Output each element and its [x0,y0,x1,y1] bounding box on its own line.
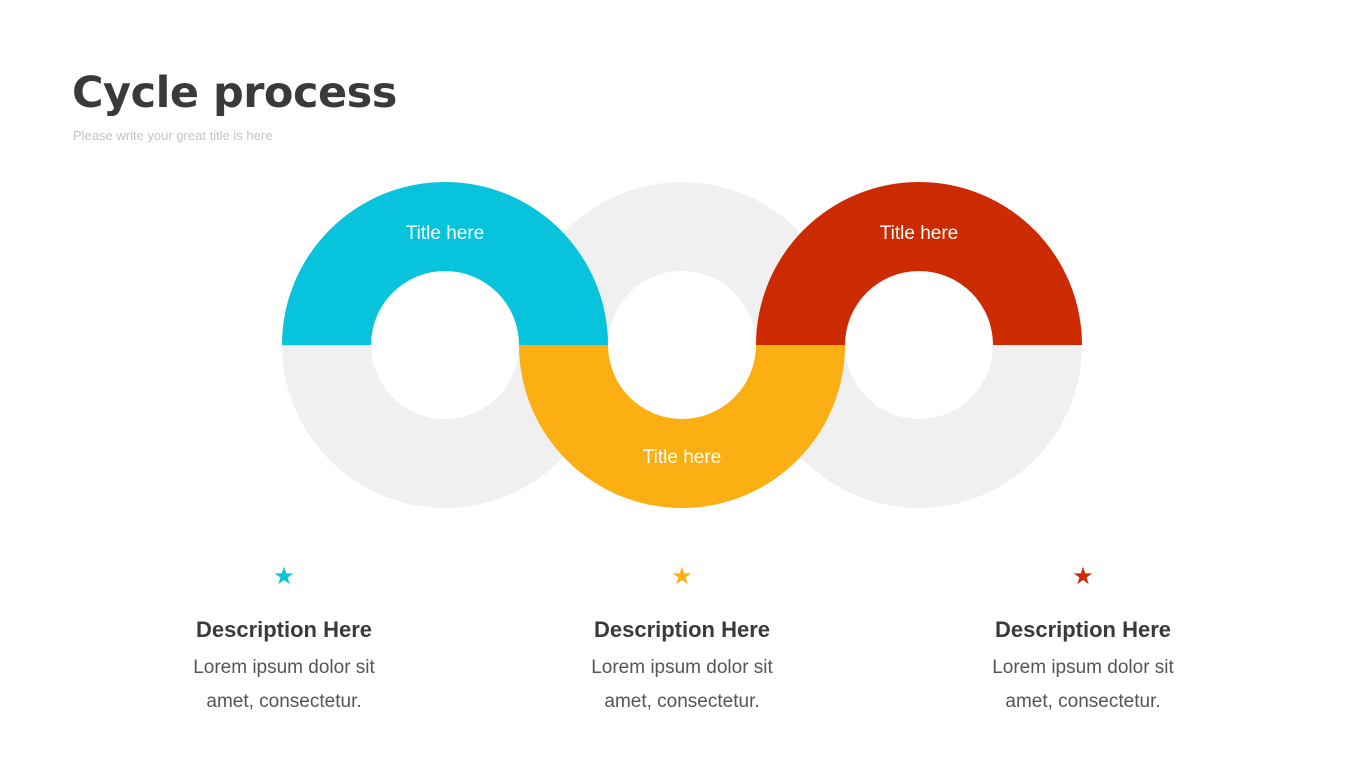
description-heading: Description Here [593,617,771,642]
star-icon: ★ [1072,563,1094,590]
description-line: Lorem ipsum dolor sit [992,657,1174,678]
ring-segment-2 [519,345,845,508]
ring-label-3: Title here [880,223,959,244]
description-heading: Description Here [195,617,373,642]
description-line: Lorem ipsum dolor sit [591,657,773,678]
description-heading: Description Here [994,617,1172,642]
star-icon: ★ [671,563,693,590]
description-line: amet, consectetur. [206,691,362,712]
star-icon: ★ [273,563,295,590]
ring-segment-3 [756,182,1082,345]
description-line: Lorem ipsum dolor sit [193,657,375,678]
ring-label-1: Title here [406,223,485,244]
page-subtitle: Please write your great title is here [73,128,273,143]
ring-segment-1 [282,182,608,345]
description-block-3: ★ Description Here Lorem ipsum dolor sit… [953,565,1213,719]
description-block-2: ★ Description Here Lorem ipsum dolor sit… [552,565,812,719]
description-line: amet, consectetur. [1005,691,1161,712]
page-title: Cycle process [72,68,397,118]
description-line: amet, consectetur. [604,691,760,712]
ring-label-2: Title here [643,447,722,468]
description-block-1: ★ Description Here Lorem ipsum dolor sit… [154,565,414,719]
